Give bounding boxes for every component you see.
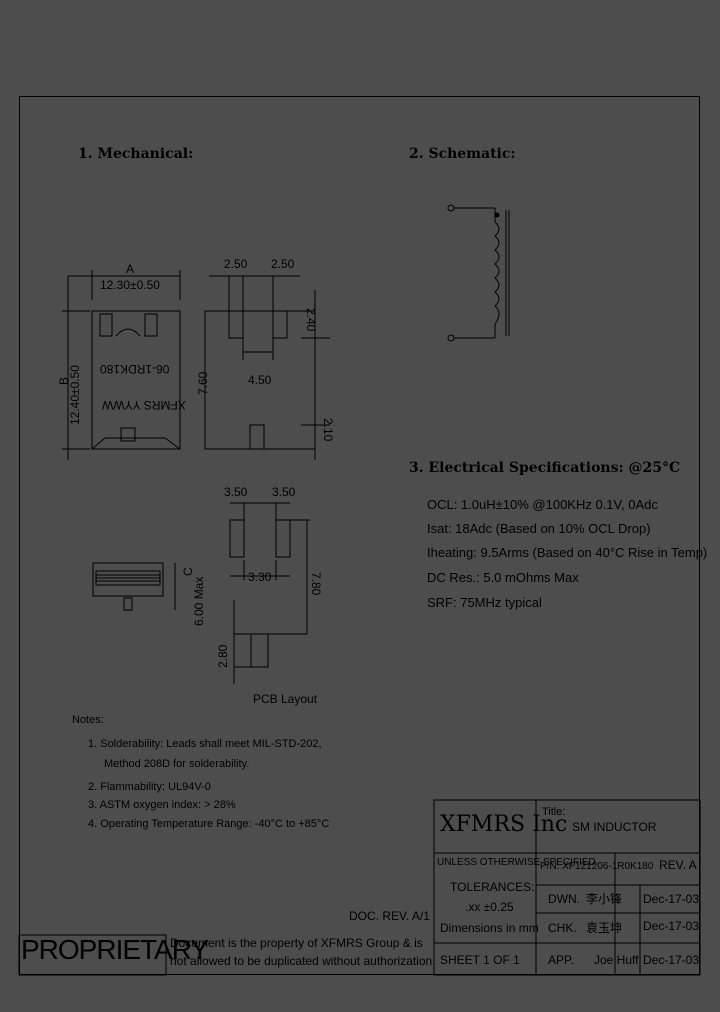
body-height: 7.60 — [196, 371, 210, 395]
note-1: 1. Solderability: Leads shall meet MIL-S… — [88, 738, 322, 750]
dim-c-label: C — [181, 567, 195, 576]
pcb-pad-length: 2.80 — [216, 644, 230, 668]
part-marking: 06-1RDK180 — [100, 362, 170, 376]
pad-top: 2.40 — [304, 308, 318, 332]
title-value: SM INDUCTOR — [572, 820, 657, 834]
notes-title: Notes: — [72, 714, 104, 726]
pcb-width-2: 3.50 — [272, 485, 296, 499]
mechanical-heading: 1. Mechanical: — [78, 146, 194, 162]
pcb-width-1: 3.50 — [224, 485, 248, 499]
revision: REV. A — [659, 858, 697, 872]
spec-dc-res: DC Res.: 5.0 mOhms Max — [427, 570, 579, 585]
note-1b: Method 208D for solderability. — [104, 758, 250, 770]
dwn-role: DWN. — [548, 892, 580, 906]
electrical-heading: 3. Electrical Specifications: @25°C — [409, 460, 681, 476]
company-name: XFMRS Inc — [440, 812, 568, 837]
proprietary-line-1: Document is the property of XFMRS Group … — [170, 936, 423, 950]
proprietary-line-2: not allowed to be duplicated without aut… — [170, 954, 436, 968]
center-span: 4.50 — [248, 373, 272, 387]
pad-width-1: 2.50 — [224, 257, 248, 271]
doc-rev: DOC. REV. A/1 — [349, 909, 430, 923]
note-3: 3. ASTM oxygen index: > 28% — [88, 799, 236, 811]
chk-role: CHK. — [548, 921, 577, 935]
dimensions-unit: Dimensions in mm — [440, 921, 539, 935]
spec-iheating: Iheating: 9.5Arms (Based on 40°C Rise in… — [427, 545, 708, 560]
pad-width-2: 2.50 — [271, 257, 295, 271]
spec-srf: SRF: 75MHz typical — [427, 595, 542, 610]
date-code: XFMRS YYWW — [102, 398, 186, 412]
sheet-count: SHEET 1 OF 1 — [440, 953, 520, 967]
pcb-layout-label: PCB Layout — [253, 692, 318, 706]
note-4: 4. Operating Temperature Range: -40°C to… — [88, 818, 330, 830]
dwn-date: Dec-17-03 — [643, 892, 700, 906]
spec-isat: Isat: 18Adc (Based on 10% OCL Drop) — [427, 521, 651, 536]
drawing-frame — [19, 96, 700, 975]
note-2: 2. Flammability: UL94V-0 — [88, 781, 211, 793]
dwn-name: 李小锋 — [586, 892, 623, 906]
chk-date: Dec-17-03 — [643, 919, 700, 933]
tolerances-label: TOLERANCES: — [450, 880, 535, 894]
app-role: APP. — [548, 953, 574, 967]
dim-c-value: 6.00 Max — [192, 576, 206, 626]
tolerance-value: .xx ±0.25 — [465, 900, 514, 914]
chk-name: 袁玉坤 — [586, 921, 623, 935]
dim-a-value: 12.30±0.50 — [100, 278, 160, 292]
dim-b-value: 12.40±0.50 — [68, 365, 82, 425]
unless-specified: UNLESS OTHERWISE SPECIFIED — [437, 857, 596, 868]
part-number: P/N: XF121206-1R0K180 — [540, 861, 654, 872]
schematic-heading: 2. Schematic: — [409, 146, 516, 162]
pcb-span: 7.80 — [309, 572, 323, 596]
app-name: Joe Huff — [594, 953, 639, 967]
title-label: Title: — [542, 806, 566, 818]
pad-bottom: 2.10 — [321, 418, 335, 442]
pcb-gap: 3.30 — [248, 570, 272, 584]
app-date: Dec-17-03 — [643, 953, 700, 967]
spec-ocl: OCL: 1.0uH±10% @100KHz 0.1V, 0Adc — [427, 497, 658, 512]
dim-a-label: A — [126, 262, 135, 276]
proprietary-stamp: PROPRIETARY — [21, 934, 209, 965]
